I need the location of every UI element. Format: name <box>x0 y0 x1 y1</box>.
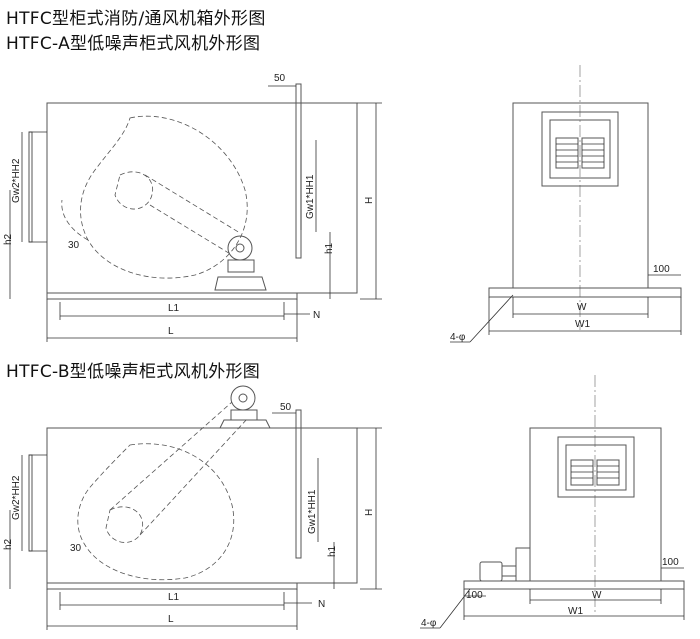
title-htfc-fire-ventilation: HTFC型柜式消防/通风机箱外形图 <box>6 9 266 29</box>
front-view-b: 100 100 W W1 4-φ <box>420 375 685 629</box>
outlet-flange-b <box>295 409 302 559</box>
front-cabinet <box>512 102 649 289</box>
dim-100-b-left: 100 <box>466 590 483 601</box>
dim-50-b: 50 <box>280 402 292 413</box>
inlet-flange <box>28 131 33 243</box>
title-htfc-b: HTFC-B型低噪声柜式风机外形图 <box>6 362 261 382</box>
dim-W1: W1 <box>575 319 590 330</box>
front-base-b <box>463 580 685 590</box>
dim-holes: 4-φ <box>450 332 466 343</box>
outlet-frame-inner <box>549 119 611 179</box>
base-frame-b <box>46 582 298 590</box>
grille-right <box>581 137 605 169</box>
fan-inlet-b <box>105 506 143 543</box>
fan-inlet <box>114 171 153 210</box>
outlet-flange <box>295 83 302 259</box>
motor-pulley-b <box>230 385 256 411</box>
belt-lower-b <box>139 417 249 536</box>
motor-body <box>227 259 255 273</box>
base-frame <box>46 292 298 300</box>
inlet-flange-b <box>28 454 33 552</box>
motor-base-b <box>219 419 271 429</box>
dim-holes-b: 4-φ <box>421 618 437 629</box>
motor-base <box>214 276 267 291</box>
belt-lower <box>149 204 233 256</box>
front-view-a: 100 W W1 4-φ <box>450 65 682 343</box>
grille-left-b <box>570 459 594 486</box>
dim-H-b: H <box>364 509 375 516</box>
dim-N-b: N <box>318 599 325 610</box>
front-cabinet-b <box>529 427 662 582</box>
grille-left <box>555 137 579 169</box>
fan-volute-b <box>77 443 235 581</box>
side-view-a: 50 H Gw1*HH1 h1 Gw2*HH2 h2 30 L1 L N <box>3 73 382 342</box>
dim-h1-b: h1 <box>327 545 338 557</box>
motor-pulley <box>227 235 253 261</box>
belt-upper-b <box>109 401 233 511</box>
dim-30: 30 <box>68 240 80 251</box>
side-motor-mount <box>515 547 531 582</box>
dim-h2: h2 <box>3 233 14 245</box>
dim-W: W <box>577 302 587 313</box>
motor-body-b <box>230 409 258 421</box>
dim-gw1: Gw1*HH1 <box>305 174 316 219</box>
dim-h2-b: h2 <box>3 538 14 550</box>
dim-L-b: L <box>168 614 174 625</box>
dim-100: 100 <box>653 264 670 275</box>
outlet-frame-outer <box>541 111 619 187</box>
dim-W-b: W <box>592 590 602 601</box>
outlet-frame-inner-b <box>565 444 627 491</box>
grille-right-b <box>596 459 620 486</box>
dim-L1: L1 <box>168 303 180 314</box>
side-view-b: 50 H Gw1*HH1 h1 Gw2*HH2 h2 30 L1 L N <box>3 385 382 630</box>
fan-volute <box>80 115 248 279</box>
dim-50: 50 <box>274 73 286 84</box>
dim-100-b-right: 100 <box>662 557 679 568</box>
dim-W1-b: W1 <box>568 606 583 617</box>
dim-h1: h1 <box>324 242 335 254</box>
dim-H: H <box>364 197 375 204</box>
dim-gw2: Gw2*HH2 <box>11 158 22 203</box>
front-base <box>488 287 682 298</box>
dim-L: L <box>168 326 174 337</box>
dim-gw2-b: Gw2*HH2 <box>11 475 22 520</box>
outlet-frame-outer-b <box>557 436 635 498</box>
title-htfc-a: HTFC-A型低噪声柜式风机外形图 <box>6 34 261 54</box>
dim-30-b: 30 <box>70 543 82 554</box>
belt-upper <box>144 174 241 234</box>
side-motor <box>479 561 503 582</box>
dim-L1-b: L1 <box>168 592 180 603</box>
side-motor-shaft <box>501 565 517 577</box>
dim-N: N <box>313 310 320 321</box>
dim-gw1-b: Gw1*HH1 <box>307 489 318 534</box>
